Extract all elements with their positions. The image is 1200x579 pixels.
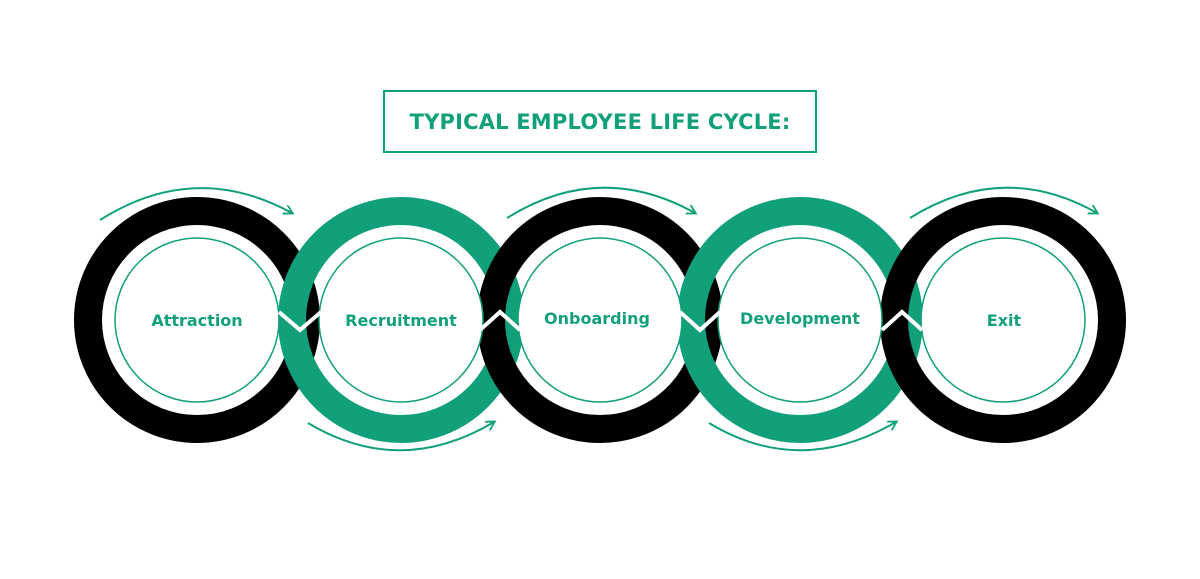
chevron-icon bbox=[277, 310, 323, 333]
chevron-icon bbox=[478, 309, 522, 332]
chevron-icon bbox=[678, 310, 722, 333]
stage-label-onboarding: Onboarding bbox=[544, 309, 650, 328]
diagram-title: TYPICAL EMPLOYEE LIFE CYCLE: bbox=[409, 109, 791, 134]
stage-label-recruitment: Recruitment bbox=[345, 311, 457, 330]
arrow-onboarding-top bbox=[506, 186, 695, 219]
arrow-recruitment-bottom bbox=[307, 422, 494, 452]
flow-arrows bbox=[99, 186, 1097, 452]
arrow-development-bottom bbox=[708, 422, 896, 452]
inner-circle-development bbox=[717, 237, 883, 403]
stage-labels: Attraction Recruitment Onboarding Develo… bbox=[151, 309, 1021, 330]
chevron-connectors bbox=[277, 309, 924, 333]
stage-label-development: Development bbox=[740, 309, 860, 328]
arrow-exit-top bbox=[909, 186, 1097, 219]
inner-circles bbox=[114, 237, 1086, 403]
arrow-attraction-top bbox=[99, 187, 292, 221]
inner-circle-exit bbox=[920, 237, 1086, 403]
stage-label-attraction: Attraction bbox=[151, 311, 242, 330]
inner-circle-onboarding bbox=[517, 237, 683, 403]
inner-circle-attraction bbox=[114, 237, 280, 403]
inner-circle-recruitment bbox=[318, 237, 484, 403]
chevron-icon bbox=[880, 309, 924, 332]
stage-label-exit: Exit bbox=[987, 311, 1022, 330]
title-box: TYPICAL EMPLOYEE LIFE CYCLE: bbox=[383, 90, 817, 153]
